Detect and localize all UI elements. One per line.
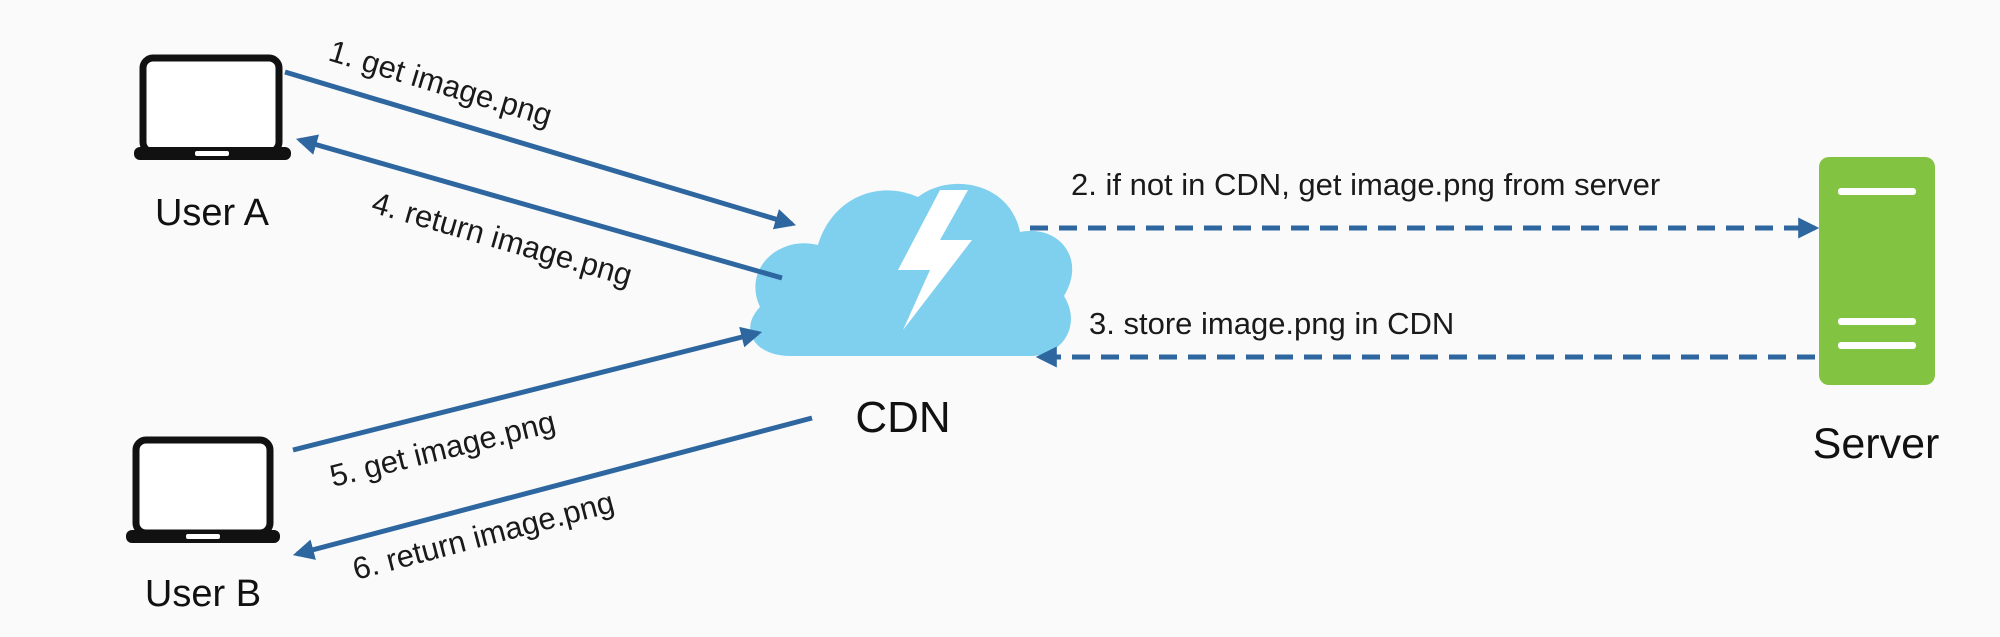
edge-4-arrow	[295, 134, 783, 281]
user-b-laptop-icon	[126, 436, 280, 543]
edge-4-label: 4. return image.png	[368, 185, 636, 293]
server-icon	[1819, 157, 1935, 385]
edge-6-label: 6. return image.png	[349, 484, 618, 587]
edge-5-arrow	[292, 326, 763, 453]
edge-5-label: 5. get image.png	[326, 404, 559, 494]
user-a-laptop-icon	[134, 54, 291, 160]
user-b-label: User B	[145, 573, 261, 615]
edge-3-label: 3. store image.png in CDN	[1089, 306, 1454, 341]
cdn-cloud-lightning-icon	[750, 183, 1073, 356]
server-label: Server	[1813, 420, 1940, 468]
edge-2-label: 2. if not in CDN, get image.png from ser…	[1071, 167, 1660, 202]
cdn-label: CDN	[855, 393, 950, 442]
user-a-label: User A	[155, 192, 270, 234]
edge-1-arrow	[284, 69, 797, 230]
lightning-bolt-icon	[898, 190, 972, 330]
edge-6-arrow	[292, 415, 813, 560]
